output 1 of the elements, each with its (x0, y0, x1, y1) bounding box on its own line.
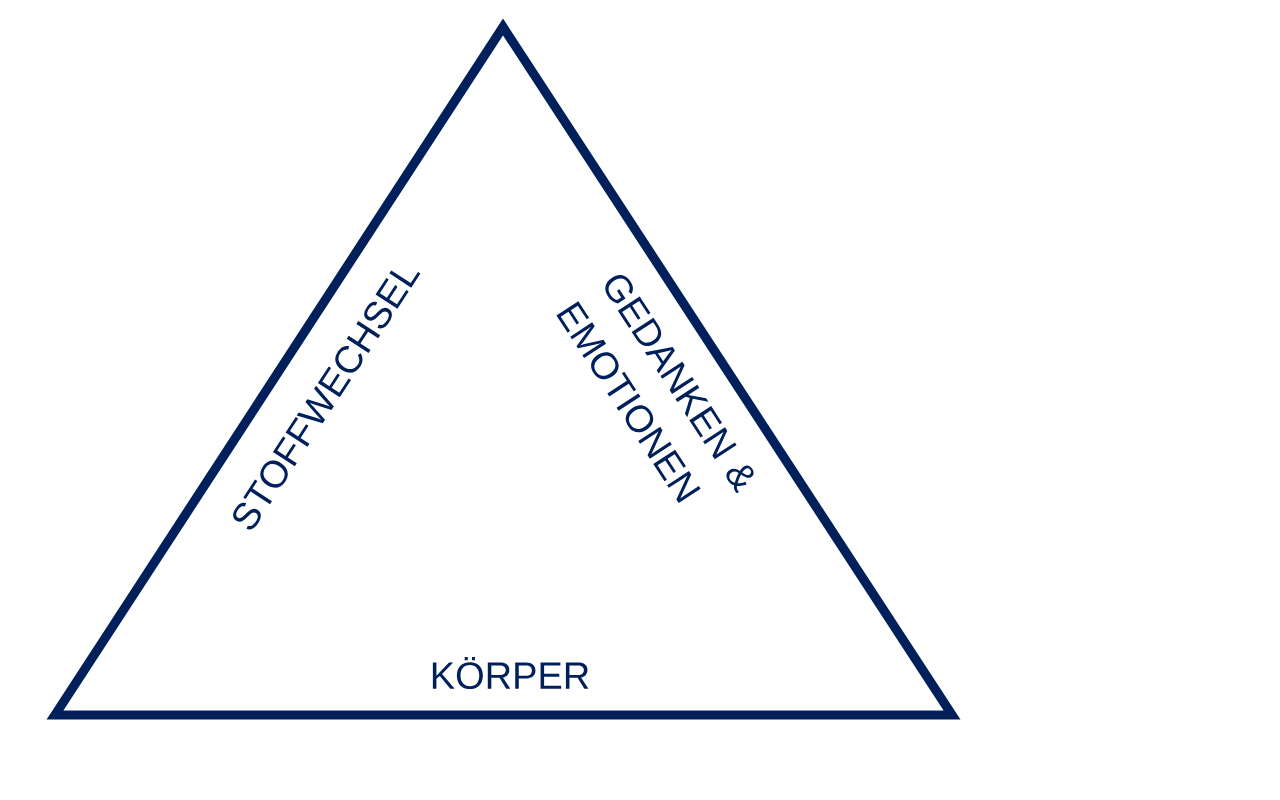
side-label: KÖRPER (432, 656, 589, 690)
